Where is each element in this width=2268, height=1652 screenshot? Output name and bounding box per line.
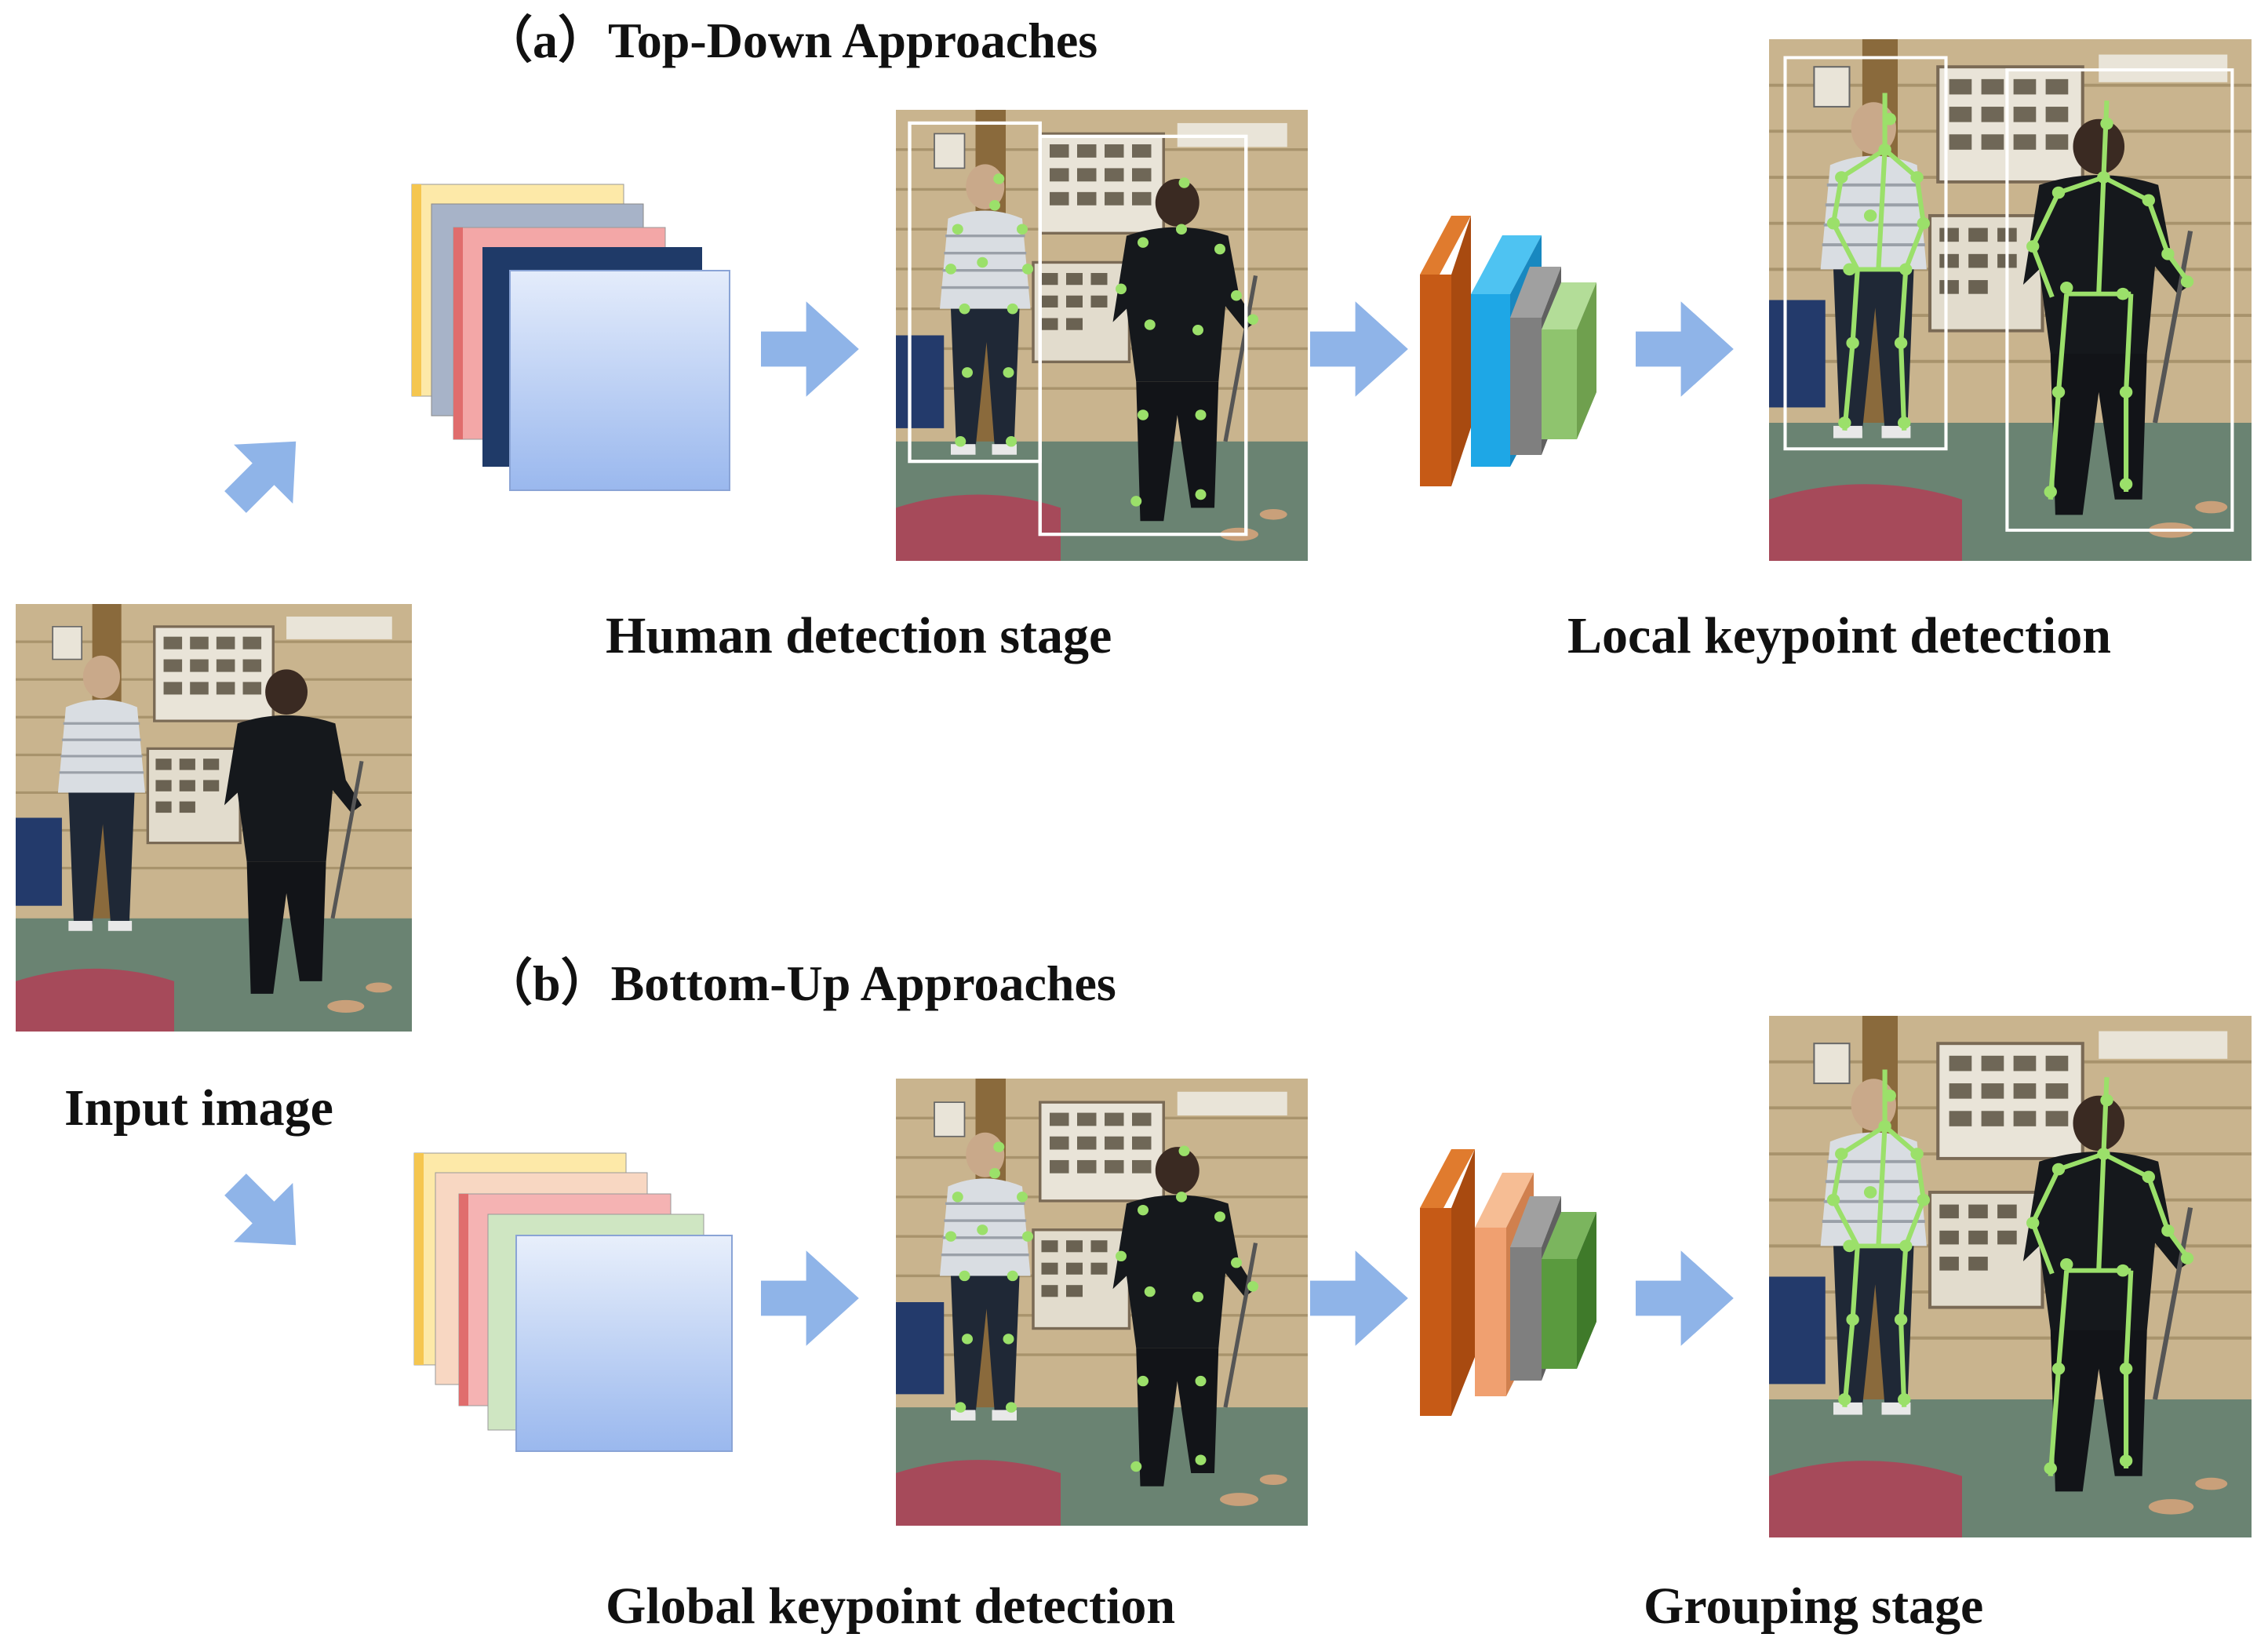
top-down-title: （a）Top-Down Approaches bbox=[482, 13, 1098, 68]
local-keypoint-label: Local keypoint detection bbox=[1567, 607, 2111, 664]
global-keypoint-label: Global keypoint detection bbox=[606, 1577, 1176, 1635]
arrow-icon-top-2 bbox=[1310, 301, 1408, 397]
arrow-icon-down-right bbox=[206, 1155, 326, 1275]
local-keypoint-image bbox=[1769, 39, 2252, 561]
feature-maps-icon-top bbox=[411, 184, 730, 491]
arrow-icon-top-3 bbox=[1636, 301, 1734, 397]
arrow-icon-bottom-2 bbox=[1310, 1250, 1408, 1346]
arrow-icon-top-1 bbox=[761, 301, 859, 397]
arrow-icon-up-right bbox=[206, 412, 326, 532]
human-detection-image bbox=[896, 110, 1308, 561]
input-image-photo bbox=[16, 604, 412, 1032]
arrow-icon-bottom-3 bbox=[1636, 1250, 1734, 1346]
grouping-label: Grouping stage bbox=[1644, 1577, 1984, 1635]
arrow-icon-bottom-1 bbox=[761, 1250, 859, 1346]
network-layers-icon-bottom bbox=[1420, 1149, 1596, 1416]
network-layers-icon-top bbox=[1420, 216, 1596, 486]
feature-maps-icon-bottom bbox=[413, 1152, 733, 1452]
global-keypoint-image bbox=[896, 1079, 1308, 1526]
grouping-image bbox=[1769, 1016, 2252, 1537]
bottom-up-title: （b）Bottom-Up Approaches bbox=[482, 955, 1116, 1011]
input-image-label: Input image bbox=[64, 1079, 333, 1137]
human-detection-label: Human detection stage bbox=[606, 607, 1112, 664]
